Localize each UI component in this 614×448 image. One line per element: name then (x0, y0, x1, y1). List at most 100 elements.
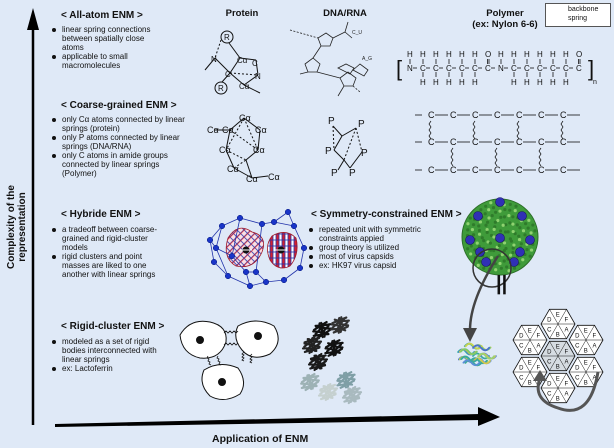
capsid-texture-101 (477, 224, 481, 228)
capsid-texture-46 (471, 223, 476, 227)
lacto-strand-7-9 (339, 379, 356, 389)
capsid-texture-16 (511, 246, 515, 250)
capsid-texture-15 (496, 218, 500, 223)
capsid-texture-28 (490, 214, 494, 218)
nylon-h-bot-1: H (420, 78, 426, 87)
capsid-texture-20 (486, 220, 490, 224)
capsid-texture-126 (521, 258, 525, 262)
nylon-atom-8: C (511, 64, 517, 73)
capsid-texture-85 (482, 239, 486, 243)
capsid-texture-66 (507, 269, 511, 273)
lattice-letter-3-3: D (547, 382, 552, 388)
capsid-texture-41 (483, 212, 487, 216)
rigid-cluster-figure (179, 320, 279, 400)
capsid-texture-67 (468, 216, 472, 220)
lattice-letter-0-1: B (556, 365, 560, 371)
allatom-dna-figure (289, 21, 369, 97)
column-dna: DNA/RNA (323, 8, 367, 19)
lattice-letter-2-0: A (593, 376, 597, 382)
legend-backbone: backbone (568, 6, 599, 13)
nylon-h-bot-12: H (563, 78, 569, 87)
point-mass-11 (296, 264, 304, 272)
label-c-1: C (225, 70, 231, 79)
lattice-spoke-6-4 (549, 309, 559, 325)
capsid-texture-114 (470, 228, 475, 232)
svg-text:]: ] (588, 56, 594, 81)
point-mass-6 (258, 220, 266, 228)
lattice-letter-4-1: B (528, 381, 532, 387)
point-mass-13 (262, 278, 270, 286)
subunit-strand-25 (459, 348, 478, 356)
nylon-o-6: O (485, 50, 491, 59)
capsid-texture-92 (511, 250, 515, 255)
capsid-pentamer-4 (525, 235, 535, 245)
point-mass-17 (228, 252, 236, 260)
lacto-strand-8-6 (351, 388, 359, 403)
lattice-letter-0-3: D (547, 350, 552, 356)
coarse-bullets: only Cα atoms connected by linear spring… (52, 115, 192, 178)
virus-capsid-figure (461, 197, 539, 276)
cg-poly-c-1-4: C (516, 137, 523, 147)
allatom-bullets: linear spring connections between spatia… (52, 25, 162, 70)
capsid-texture-108 (498, 261, 502, 266)
cg-poly-c-0-3: C (494, 110, 501, 120)
label-r-2: R (218, 84, 224, 93)
lacto-strand-5-3 (300, 384, 318, 390)
lattice-spoke-0-5 (557, 341, 567, 357)
label-p-3: P (325, 146, 332, 157)
nylon-atom-4: C (459, 64, 465, 73)
nylon-atom-5: C (472, 64, 478, 73)
nylon-o-13: O (576, 50, 582, 59)
capsid-texture-87 (500, 252, 504, 257)
label-r-1: R (224, 33, 230, 42)
capsid-texture-79 (504, 246, 508, 251)
hybride-title: < Hybride ENM > (61, 209, 141, 220)
hybride-bullet-2: rigid clusters and point masses are like… (52, 252, 167, 279)
hk97-subunit-figure (457, 342, 497, 367)
subunit-strand-21 (477, 352, 495, 360)
lattice-letter-2-1: B (584, 381, 588, 387)
lattice-letter-6-2: C (547, 328, 552, 334)
nylon-h-bot-3: H (446, 78, 452, 87)
capsid-texture-4 (489, 233, 494, 238)
point-mass-9 (290, 222, 298, 230)
capsid-texture-123 (529, 231, 533, 235)
symmetry-title: < Symmetry-constrained ENM > (311, 209, 462, 220)
cg-poly-c-1-2: C (472, 137, 479, 147)
point-mass-10 (300, 244, 308, 252)
lacto-strand-0-9 (320, 324, 330, 339)
capsid-texture-13 (513, 232, 517, 236)
capsid-texture-115 (524, 222, 528, 226)
allatom-bullet-1: linear spring connections between spatia… (52, 25, 162, 52)
rigid-bullet-1: modeled as a set of rigid bodies interco… (52, 337, 162, 364)
capsid-texture-138 (489, 201, 493, 205)
lattice-spoke-2-5 (585, 357, 595, 373)
lattice-letter-0-0: A (565, 360, 569, 366)
lattice-letter-1-2: C (575, 344, 580, 350)
lattice-letter-2-2: C (575, 376, 580, 382)
column-protein: Protein (225, 8, 259, 19)
cg-poly-c-1-6: C (560, 137, 567, 147)
lattice-spoke-5-2 (521, 339, 531, 355)
lacto-strand-6-9 (327, 385, 335, 399)
lacto-strand-4-6 (330, 323, 343, 334)
capsid-texture-62 (484, 204, 488, 208)
capsid-texture-44 (508, 208, 512, 212)
capsid-texture-18 (511, 222, 515, 226)
lattice-spoke-1-5 (585, 325, 595, 341)
cg-poly-c-2-6: C (560, 165, 567, 175)
lattice-spoke-0-1 (557, 355, 567, 371)
point-mass-15 (284, 208, 292, 216)
capsid-texture-76 (508, 237, 512, 241)
lattice-letter-5-0: A (537, 344, 541, 350)
cg-poly-c-2-0: C (428, 165, 435, 175)
capsid-texture-133 (508, 202, 512, 207)
capsid-texture-73 (503, 230, 508, 234)
lattice-letter-0-2: C (547, 360, 552, 366)
nylon-atom-13: C (576, 64, 582, 73)
lattice-letter-1-4: E (584, 329, 588, 335)
nylon-h-top-2: H (433, 50, 439, 59)
svg-text:[: [ (396, 56, 402, 81)
lattice-letter-3-2: C (547, 392, 552, 398)
